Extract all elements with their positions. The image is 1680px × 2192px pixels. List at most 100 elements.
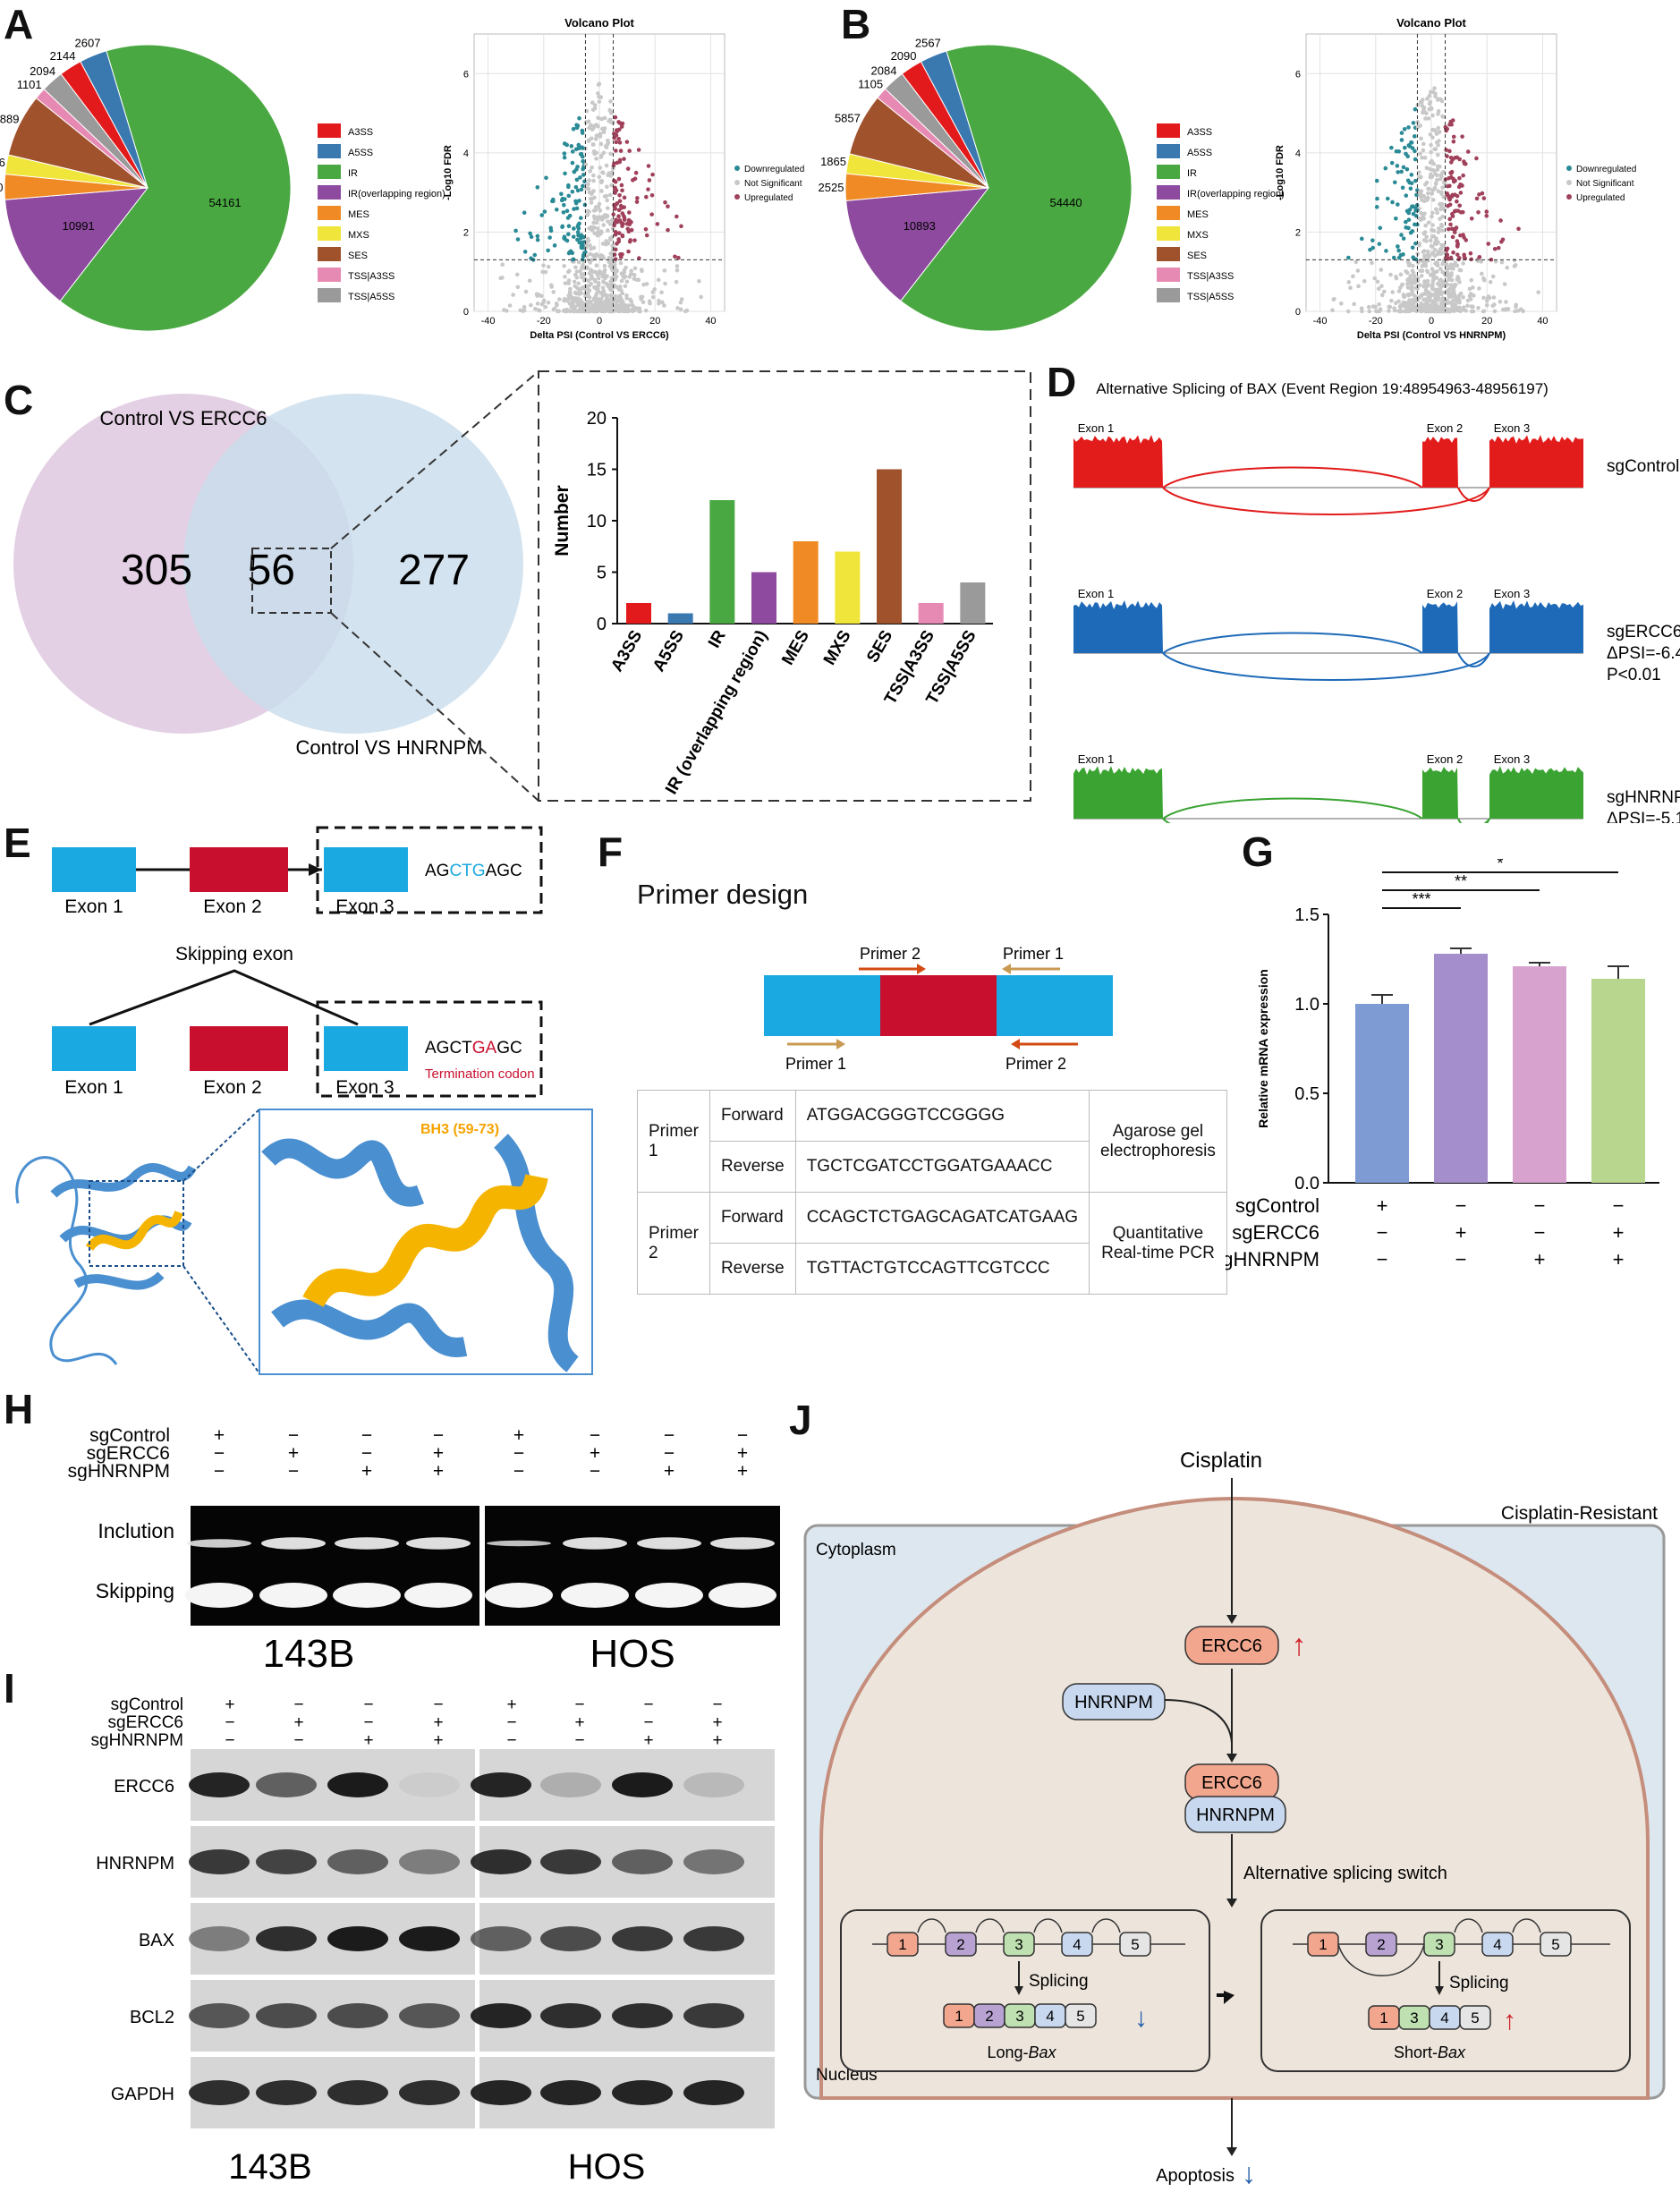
pie-slice-8 (884, 72, 989, 189)
pie-slice-3 (4, 187, 149, 302)
volcano-point (650, 294, 656, 300)
volcano-point (1418, 151, 1422, 157)
volcano-point (1356, 284, 1361, 289)
gel-band-inclusion (637, 1537, 701, 1550)
volcano-point (655, 222, 660, 226)
volcano-point (605, 198, 609, 203)
volcano-point (1375, 196, 1379, 201)
volcano-point (1461, 305, 1466, 310)
volcano-point (1438, 302, 1444, 306)
volcano-point (577, 115, 581, 121)
volcano-point (614, 188, 619, 193)
volcano-point (1513, 263, 1518, 268)
volcano-point (1438, 291, 1443, 295)
volcano-point (1389, 160, 1395, 166)
volcano-point (539, 213, 545, 217)
volcano-point (1410, 308, 1415, 313)
svg-text:ERCC6: ERCC6 (1201, 1636, 1262, 1656)
volcano-point (626, 303, 632, 308)
model-exon (1365, 1932, 1397, 1957)
volcano-point (1430, 198, 1436, 202)
volcano-point (599, 116, 605, 122)
volcano-point (628, 238, 632, 242)
volcano-ytick: 4 (1295, 149, 1301, 159)
volcano-point (539, 293, 544, 299)
model-exon-number: 3 (1015, 2008, 1023, 2025)
volcano-point (1433, 181, 1438, 186)
panel-e-svg: Exon 1 Exon 2 Exon 3 AGCTGAGC Skipping e… (15, 826, 593, 1375)
volcano-point (1435, 152, 1440, 157)
panel-label-j: J (789, 1397, 812, 1443)
volcano-point (606, 141, 610, 147)
skipping-exon-label: Skipping exon (175, 944, 293, 964)
volcano-point (1441, 194, 1447, 200)
volcano-point (1432, 305, 1437, 310)
volcano-point (626, 249, 631, 254)
legend-swatch (1157, 165, 1180, 179)
bar-g-ylabel: Relative mRNA expression (1256, 969, 1270, 1128)
protein-structure-small (15, 1156, 197, 1365)
volcano-point (571, 309, 576, 314)
volcano-point (579, 216, 583, 220)
volcano-point (1467, 293, 1472, 299)
volcano-point (1430, 210, 1435, 216)
volcano-point (1461, 173, 1465, 178)
volcano-legend-dot (734, 180, 740, 185)
volcano-point (619, 124, 624, 129)
volcano-point (1453, 192, 1457, 198)
volcano-point (593, 279, 598, 284)
legend-swatch (1157, 226, 1180, 241)
volcano-point (1447, 175, 1451, 181)
volcano-point (613, 232, 618, 237)
volcano-point (1452, 263, 1456, 268)
volcano-point (596, 307, 601, 311)
volcano-point (622, 217, 627, 222)
volcano-point (662, 303, 666, 308)
volcano-point (533, 306, 538, 311)
volcano-point (1410, 297, 1415, 302)
model-splicing-label: Splicing (1449, 1974, 1509, 1992)
model-exon-number: 1 (1379, 2009, 1387, 2026)
volcano-point (610, 226, 615, 231)
condition-mark: − (361, 1443, 372, 1464)
volcano-point (1388, 272, 1393, 277)
volcano-point (632, 276, 637, 281)
volcano-point (596, 276, 601, 281)
volcano-point (1410, 146, 1415, 150)
volcano-ytick: 2 (1295, 227, 1301, 238)
volcano-point (1370, 238, 1375, 243)
volcano-point (1417, 242, 1422, 248)
volcano-point (555, 302, 559, 308)
volcano-legend-label: Upregulated (1576, 193, 1625, 203)
condition-mark: + (361, 1461, 372, 1481)
volcano-ytick: 2 (463, 227, 469, 238)
volcano-point (604, 163, 609, 168)
volcano-point (1430, 167, 1435, 173)
volcano-point (617, 199, 623, 204)
condition-mark: + (664, 1461, 675, 1481)
gel-band-inclusion (261, 1537, 326, 1550)
legend-swatch (318, 206, 341, 220)
wb-row-label: GAPDH (111, 2085, 174, 2104)
bar-g-condition-mark: − (1377, 1248, 1388, 1270)
volcano-point (1436, 97, 1441, 102)
volcano-point (1428, 132, 1433, 137)
volcano-point (1481, 309, 1486, 314)
volcano-point (1412, 274, 1417, 278)
volcano-point (616, 120, 621, 124)
model-exon-number: 1 (898, 1936, 906, 1953)
wb-band (540, 1849, 601, 1874)
wb-row-label: BAX (139, 1931, 174, 1950)
volcano-point (546, 300, 551, 305)
volcano-point (548, 225, 553, 231)
model-exon-number: 5 (1131, 1936, 1139, 1953)
volcano-point (683, 309, 688, 314)
volcano-point (620, 188, 624, 193)
volcano-point (623, 284, 628, 289)
volcano-point (1391, 255, 1396, 260)
volcano-point (666, 204, 670, 209)
volcano-point (596, 281, 601, 285)
legend-label: IR(overlapping region) (348, 189, 445, 200)
volcano-point (602, 308, 607, 313)
volcano-point (1421, 259, 1426, 264)
